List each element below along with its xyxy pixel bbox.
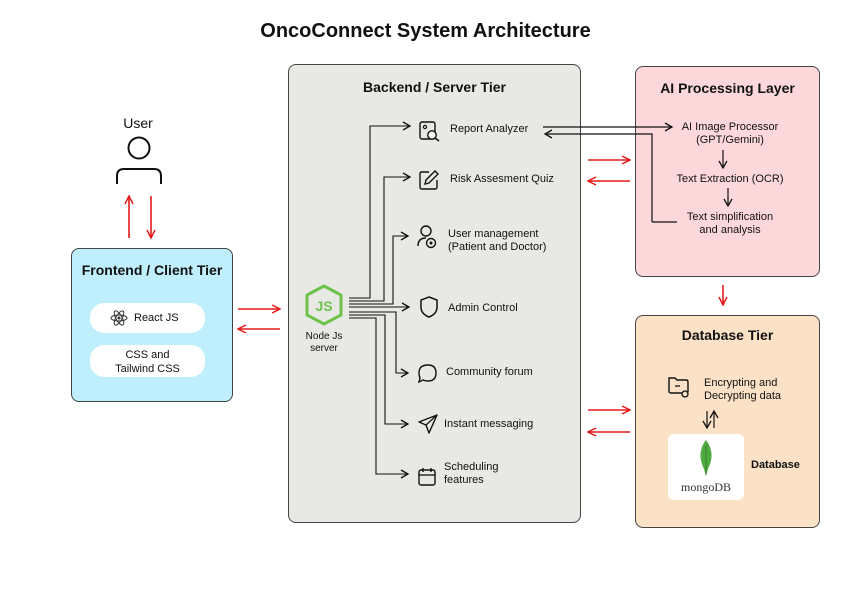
react-js-pill: React JS xyxy=(90,303,205,333)
encrypt-line1: Encrypting and xyxy=(704,377,778,389)
feature-report-analyzer: Report Analyzer xyxy=(450,123,529,135)
ai-step-text-simplification: Text simplification and analysis xyxy=(660,211,800,237)
nodejs-server-label: Node Js server xyxy=(296,331,352,355)
svg-text:JS: JS xyxy=(315,298,332,314)
user-label: User xyxy=(123,115,153,131)
database-tier-title: Database Tier xyxy=(681,327,774,343)
nodejs-label-line2: server xyxy=(310,343,338,354)
feature-scheduling-line2: features xyxy=(444,474,484,486)
ai-step-image-processor: AI Image Processor (GPT/Gemini) xyxy=(660,121,800,147)
frontend-tier: Frontend / Client Tier React JS CSS and … xyxy=(71,248,233,402)
database-label: Database xyxy=(751,459,800,471)
ai-step-1-line1: AI Image Processor xyxy=(681,121,779,133)
feature-user-management-line1: User management xyxy=(448,228,539,240)
chat-bubble-icon xyxy=(417,364,437,384)
css-tailwind-label-line2: Tailwind CSS xyxy=(115,363,180,375)
feature-scheduling: Scheduling features xyxy=(444,461,498,487)
arrow-ai-return-to-report xyxy=(543,129,653,222)
mongodb-leaf-icon xyxy=(700,440,712,476)
ai-processing-tier: AI Processing Layer xyxy=(635,66,820,277)
css-tailwind-label-line1: CSS and xyxy=(125,349,170,361)
user-settings-icon xyxy=(417,225,437,249)
feature-admin-control: Admin Control xyxy=(448,302,518,314)
feature-community-forum: Community forum xyxy=(446,366,533,378)
css-tailwind-pill: CSS and Tailwind CSS xyxy=(90,345,205,377)
diagram-title: OncoConnect System Architecture xyxy=(260,20,591,42)
mongodb-logo: mongoDB xyxy=(668,434,744,500)
send-icon xyxy=(418,414,438,434)
ai-step-3-line2: and analysis xyxy=(699,224,761,236)
ai-step-1-line2: (GPT/Gemini) xyxy=(696,134,764,146)
shield-icon xyxy=(420,296,438,318)
ai-step-3-line1: Text simplification xyxy=(686,211,774,223)
frontend-tier-title: Frontend / Client Tier xyxy=(81,262,223,278)
react-icon xyxy=(110,310,128,326)
ai-step-text-extraction: Text Extraction (OCR) xyxy=(676,173,784,185)
user-icon xyxy=(116,136,162,184)
react-js-label: React JS xyxy=(134,312,179,324)
server-fanout-lines xyxy=(349,121,412,479)
feature-user-management: User management (Patient and Doctor) xyxy=(448,228,546,254)
edit-icon xyxy=(419,170,439,190)
nodejs-label-line1: Node Js xyxy=(305,331,343,342)
encrypt-line2: Decrypting data xyxy=(704,390,782,402)
folder-key-icon xyxy=(668,377,689,398)
feature-instant-messaging: Instant messaging xyxy=(444,418,534,430)
encrypt-decrypt-label: Encrypting and Decrypting data xyxy=(704,377,781,403)
mongodb-logo-text: mongoDB xyxy=(680,480,731,494)
nodejs-icon: JS xyxy=(305,284,343,326)
backend-tier-title: Backend / Server Tier xyxy=(363,79,506,95)
feature-scheduling-line1: Scheduling xyxy=(444,461,499,473)
report-analyzer-icon xyxy=(419,121,440,142)
feature-user-management-line2: (Patient and Doctor) xyxy=(448,241,547,253)
calendar-icon xyxy=(418,468,436,486)
feature-risk-quiz: Risk Assesment Quiz xyxy=(450,173,554,185)
ai-tier-title: AI Processing Layer xyxy=(660,80,795,96)
